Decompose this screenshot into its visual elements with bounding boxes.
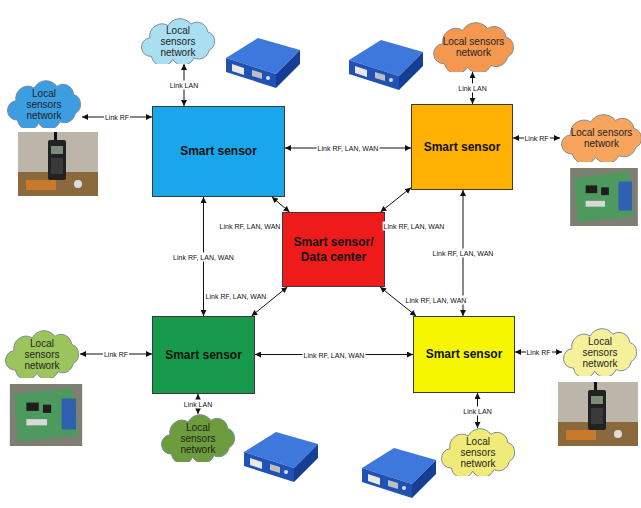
node-label: Smart sensor (426, 347, 503, 361)
link-label: Link RF, LAN, WAN (172, 252, 235, 261)
smart-sensor-box: Smart sensor (413, 316, 515, 393)
node-label: Smart sensor (424, 140, 501, 154)
sensor-network-cloud: Local sensors network (160, 414, 236, 462)
node-label: Local sensors network (569, 127, 634, 149)
node-label: Local sensors network (168, 422, 227, 455)
device-photo (244, 432, 318, 482)
sensor-network-cloud: Local sensors network (560, 114, 641, 162)
node-label: Local sensors network (14, 88, 73, 121)
sensor-network-cloud: Local sensors network (440, 428, 516, 476)
node-label: Local sensors network (448, 436, 507, 469)
cloud-outline (434, 23, 514, 72)
cloud-outline (562, 115, 641, 162)
sensor-network-cloud: Local sensors network (4, 330, 80, 378)
node-label: Smart sensor (180, 144, 257, 158)
link-label: Link LAN (462, 406, 492, 415)
smart-sensor-box: Smart sensor (152, 316, 255, 394)
link-label: Link RF, LAN, WAN (205, 292, 268, 301)
link-label: Link RF, LAN, WAN (219, 222, 282, 231)
link-label: Link RF, LAN, WAN (303, 350, 366, 359)
link-label: Link RF (103, 350, 129, 359)
sensor-network-cloud: Local sensors network (562, 328, 638, 376)
board-photo (10, 384, 82, 446)
link-arrow (381, 188, 411, 212)
smart-sensor-box: Smart sensor (152, 106, 285, 197)
link-label: Link LAN (169, 81, 199, 90)
node-label: Local sensors network (12, 338, 71, 371)
cloud-outline (141, 19, 214, 64)
radio-photo (558, 382, 638, 446)
sensor-network-cloud: Local sensors network (6, 80, 82, 128)
link-label: Link RF, LAN, WAN (317, 144, 380, 153)
link-label: Link RF (104, 113, 130, 122)
link-label: Link RF (523, 134, 549, 143)
link-label: Link LAN (457, 84, 487, 93)
device-photo (362, 448, 436, 498)
node-label: Smart sensor/ Data center (289, 235, 378, 264)
board-photo (570, 168, 638, 226)
link-label: Link RF, LAN, WAN (383, 222, 446, 231)
smart-sensor-box: Smart sensor/ Data center (282, 212, 385, 287)
smart-sensor-box: Smart sensor (411, 104, 513, 190)
cloud-outline (161, 415, 234, 462)
device-photo (226, 38, 300, 88)
node-label: Smart sensor (165, 348, 242, 362)
node-label: Local sensors network (148, 25, 207, 58)
cloud-outline (441, 429, 514, 476)
cloud-outline (5, 331, 78, 378)
link-label: Link RF, LAN, WAN (405, 296, 468, 305)
link-label: Link LAN (183, 400, 213, 409)
sensor-network-cloud: Local sensors network (140, 18, 216, 64)
cloud-outline (563, 329, 636, 376)
radio-photo (18, 132, 98, 196)
device-photo (349, 40, 423, 90)
link-label: Link RF, LAN, WAN (432, 249, 495, 258)
link-label: Link RF (525, 348, 551, 357)
node-label: Local sensors network (570, 336, 629, 369)
link-arrow (272, 197, 290, 212)
node-label: Local sensors network (441, 36, 506, 58)
sensor-network-cloud: Local sensors network (432, 22, 515, 72)
cloud-outline (7, 81, 80, 128)
